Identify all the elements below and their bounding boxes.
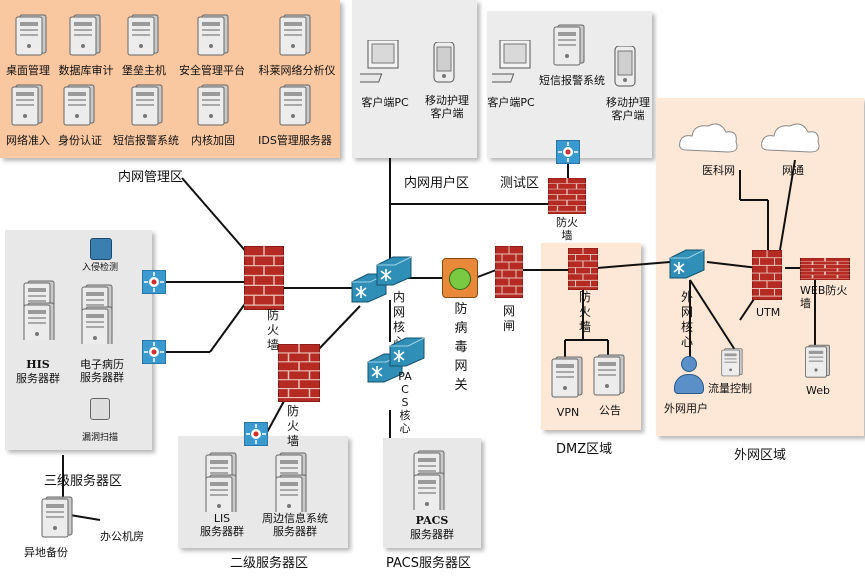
fw2-label: 防火墙 (286, 404, 299, 448)
server-icon (805, 344, 830, 378)
three-scan-label: 漏洞扫描 (81, 433, 119, 443)
switch-icon (142, 270, 166, 294)
server-rack-icon (275, 452, 307, 512)
dmz-vpn-label: VPN (556, 406, 580, 419)
server-icon (41, 496, 73, 538)
switch-icon (142, 340, 166, 364)
cloud-icon (761, 123, 820, 153)
server-icon (553, 24, 585, 66)
zone-label-test: 测试区 (500, 176, 540, 191)
mobile-icon (433, 42, 455, 83)
server-icon (127, 14, 159, 56)
ext-utm-label: UTM (756, 306, 781, 319)
firewall-icon (568, 248, 598, 290)
ext-flow-label: 流量控制 (708, 382, 752, 395)
pc-icon (360, 40, 399, 83)
server-icon (551, 356, 583, 398)
pc-icon (492, 40, 531, 83)
zone-label-dmz: DMZ区域 (556, 442, 613, 457)
zone-label-pacs: PACS服务器区 (386, 556, 472, 571)
server-icon (11, 84, 43, 126)
zone-label-mgmt: 内网管理区 (118, 170, 184, 185)
mgmt-item-label: IDS管理服务器 (258, 134, 332, 147)
mgmt-item-label: 短信报警系统 (113, 134, 179, 147)
ext-wt-label: 网通 (782, 164, 804, 177)
test-fw-label: 防火 墙 (556, 216, 578, 242)
router-icon (376, 256, 412, 286)
user-mobile-label: 移动护理 客户端 (425, 94, 469, 120)
ext-user-label: 外网用户 (664, 402, 708, 415)
server-rack-icon (81, 284, 113, 344)
test-mobile-label: 移动护理 客户端 (606, 96, 650, 122)
cloud-icon (679, 123, 738, 153)
gap-label: 网闸 (502, 304, 515, 333)
server-icon (279, 14, 311, 56)
mobile-icon (614, 46, 636, 87)
three-his-b: 服务器群 (16, 372, 60, 385)
dmz-notice-label: 公告 (599, 404, 621, 417)
server-rack-icon (23, 280, 55, 340)
ext-web-label: Web (806, 384, 830, 397)
firewall-icon (278, 344, 320, 402)
waf-icon (800, 258, 850, 280)
zone-three (5, 230, 152, 450)
av-label: 防病毒网关 (454, 302, 468, 393)
two-peri-label: 周边信息系统 服务器群 (262, 512, 328, 538)
router-icon (669, 249, 705, 279)
two-lis-label: LIS 服务器群 (200, 512, 244, 538)
router-icon (389, 337, 425, 367)
zone-label-two: 二级服务器区 (230, 556, 309, 571)
test-sms-label: 短信报警系统 (539, 74, 605, 87)
ext-core-label: 外网核心 (680, 290, 693, 349)
gateway-icon (495, 246, 523, 298)
pcore-label: PACS核心 (398, 370, 412, 435)
server-icon (197, 14, 229, 56)
user-pc-label: 客户端PC (361, 96, 409, 109)
three-emr-label: 电子病历 服务器群 (80, 358, 124, 384)
test-pc-label: 客户端PC (487, 96, 535, 109)
ext-webfw-label: WEB防火 墙 (800, 284, 848, 310)
three-backup-label: 异地备份 (24, 546, 68, 559)
server-icon (63, 84, 95, 126)
firewall-icon (548, 178, 586, 214)
switch-icon (556, 140, 580, 164)
server-icon (197, 84, 229, 126)
mgmt-item-label: 内核加固 (191, 134, 235, 147)
ext-med-label: 医科网 (702, 164, 735, 177)
fw-dmz-label: 防火墙 (578, 290, 591, 334)
zone-label-user: 内网用户区 (404, 176, 470, 191)
server-icon (593, 354, 625, 396)
mgmt-item-label: 安全管理平台 (179, 64, 245, 77)
server-rack-icon (413, 450, 445, 510)
firewall-icon (244, 246, 284, 310)
mgmt-item-label: 科莱网络分析仪 (258, 64, 336, 77)
fw1-label: 防火墙 (266, 308, 279, 352)
server-icon (721, 348, 743, 377)
mgmt-item-label: 堡垒主机 (122, 64, 166, 77)
pacs-b: 服务器群 (410, 528, 454, 541)
mgmt-item-label: 桌面管理 (6, 64, 50, 77)
three-ids-label: 入侵检测 (81, 263, 119, 273)
server-icon (15, 14, 47, 56)
ids-sensor-icon (90, 238, 112, 260)
zone-label-three: 三级服务器区 (44, 474, 123, 489)
mgmt-item-label: 数据库审计 (58, 64, 114, 77)
vuln-scanner-icon (90, 398, 110, 420)
server-icon (69, 14, 101, 56)
server-icon (131, 84, 163, 126)
switch-icon (244, 422, 268, 446)
three-office-label: 办公机房 (100, 530, 144, 543)
mgmt-item-label: 身份认证 (58, 134, 102, 147)
firewall-icon (752, 250, 782, 300)
user-icon (674, 356, 704, 394)
three-his-a: HIS (26, 358, 50, 371)
zone-label-ext: 外网区域 (734, 448, 787, 463)
antivirus-gateway-icon (442, 258, 478, 298)
pacs-a: PACS (415, 514, 449, 527)
mgmt-item-label: 网络准入 (6, 134, 50, 147)
server-rack-icon (205, 452, 237, 512)
server-icon (279, 84, 311, 126)
